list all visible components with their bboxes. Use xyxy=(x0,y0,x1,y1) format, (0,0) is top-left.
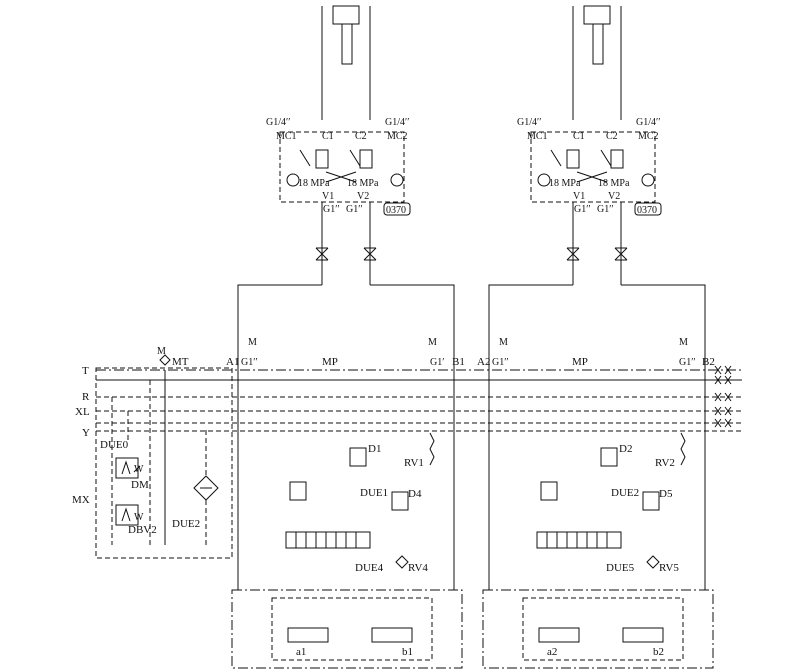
line-mx-label: MX xyxy=(72,494,90,506)
s2-sol-b: b2 xyxy=(653,646,664,658)
dm-label: DM xyxy=(131,479,149,491)
s1-v1: V1 xyxy=(322,191,334,202)
main-lines: T R XL Y MX xyxy=(72,365,742,506)
s1-b-label: B1 xyxy=(452,356,465,368)
cylinder-1-rod xyxy=(341,23,353,65)
line-xl-label: XL xyxy=(75,406,90,418)
s1-g1p-port: G1′ xyxy=(430,357,444,368)
s2-g14-right: G1/4′′ xyxy=(636,117,660,128)
s1-rv-lo: RV4 xyxy=(408,562,428,574)
proportional-valve-2 xyxy=(536,531,622,549)
dm-w-label: W xyxy=(134,464,144,475)
s1-c1: C1 xyxy=(322,131,334,142)
s1-g1pp-right: G1′′ xyxy=(346,204,363,215)
s1-g14-left: G1/4′′ xyxy=(266,117,290,128)
cylinder-2-rod xyxy=(592,23,604,65)
s2-rv-up: RV2 xyxy=(655,457,675,469)
s1-g1pp-left: G1′′ xyxy=(323,204,340,215)
proportional-valve-1 xyxy=(285,531,371,549)
s2-g1pp-left: G1′′ xyxy=(574,204,591,215)
s2-due-mid: DUE2 xyxy=(611,487,639,499)
s1-g1pp-port: G1′′ xyxy=(241,357,258,368)
mt-label: MT xyxy=(172,356,189,368)
s2-c1: C1 xyxy=(573,131,585,142)
s2-mc2: MC2 xyxy=(638,131,659,142)
s1-sol-a: a1 xyxy=(296,646,306,658)
s1-due-mid: DUE1 xyxy=(360,487,388,499)
s2-g1pp-right: G1′′ xyxy=(597,204,614,215)
line-r-label: R xyxy=(82,391,90,403)
s1-mp-label: MP xyxy=(322,356,338,368)
s2-m-right: M xyxy=(679,337,688,348)
s2-mp-label: MP xyxy=(572,356,588,368)
line-y-label: Y xyxy=(82,427,90,439)
s2-mc1: MC1 xyxy=(527,131,548,142)
s1-d-lo: D4 xyxy=(408,488,422,500)
line-t-label: T xyxy=(82,365,89,377)
s1-mpa-right: 18 MPa xyxy=(347,178,379,189)
s1-rv-up: RV1 xyxy=(404,457,424,469)
s1-d-up: D1 xyxy=(368,443,381,455)
due2-left-label: DUE2 xyxy=(172,518,200,530)
cylinder-1-head xyxy=(332,5,360,25)
mt-m-label: M xyxy=(157,346,166,357)
s1-a-label: A1 xyxy=(226,356,239,368)
dbv2-label: DBV2 xyxy=(128,524,157,536)
s1-g14-right: G1/4′′ xyxy=(385,117,409,128)
s2-m-left: M xyxy=(499,337,508,348)
s2-due-lo: DUE5 xyxy=(606,562,635,574)
s2-mpa-right: 18 MPa xyxy=(598,178,630,189)
s2-sol-a: a2 xyxy=(547,646,557,658)
due0-label: DUE0 xyxy=(100,439,129,451)
s1-due-lo: DUE4 xyxy=(355,562,384,574)
s1-mc2: MC2 xyxy=(387,131,408,142)
s1-tag: 0370 xyxy=(386,205,406,216)
section-1: G1/4′′ G1/4′′ MC1 MC2 C1 C2 18 MPa 18 MP… xyxy=(226,5,465,669)
s2-a-label: A2 xyxy=(477,356,490,368)
pilot-check-block-1 xyxy=(279,131,405,203)
s2-g1pp-port: G1′′ xyxy=(492,357,509,368)
s2-g1pp-port-right: G1′′ xyxy=(679,357,696,368)
s1-v2: V2 xyxy=(357,191,369,202)
s2-tag: 0370 xyxy=(637,205,657,216)
s2-rv-lo: RV5 xyxy=(659,562,679,574)
s1-c2: C2 xyxy=(355,131,367,142)
s2-mpa-left: 18 MPa xyxy=(549,178,581,189)
s2-g14-left: G1/4′′ xyxy=(517,117,541,128)
dbv2-w-label: W xyxy=(134,512,144,523)
s2-d-lo: D5 xyxy=(659,488,673,500)
section-2: G1/4′′ G1/4′′ MC1 MC2 C1 C2 18 MPa 18 MP… xyxy=(477,5,715,669)
pilot-check-block-2 xyxy=(530,131,656,203)
s2-c2: C2 xyxy=(606,131,618,142)
s2-v2: V2 xyxy=(608,191,620,202)
s1-mpa-left: 18 MPa xyxy=(298,178,330,189)
s2-v1: V1 xyxy=(573,191,585,202)
s1-mc1: MC1 xyxy=(276,131,297,142)
s1-sol-b: b1 xyxy=(402,646,413,658)
cylinder-2-head xyxy=(583,5,611,25)
s2-d-up: D2 xyxy=(619,443,632,455)
s1-m-right: M xyxy=(428,337,437,348)
s2-b-label: B2 xyxy=(702,356,715,368)
left-panel: W W DUE0 DM DBV2 DUE2 M MT xyxy=(95,346,233,559)
s1-m-left: M xyxy=(248,337,257,348)
